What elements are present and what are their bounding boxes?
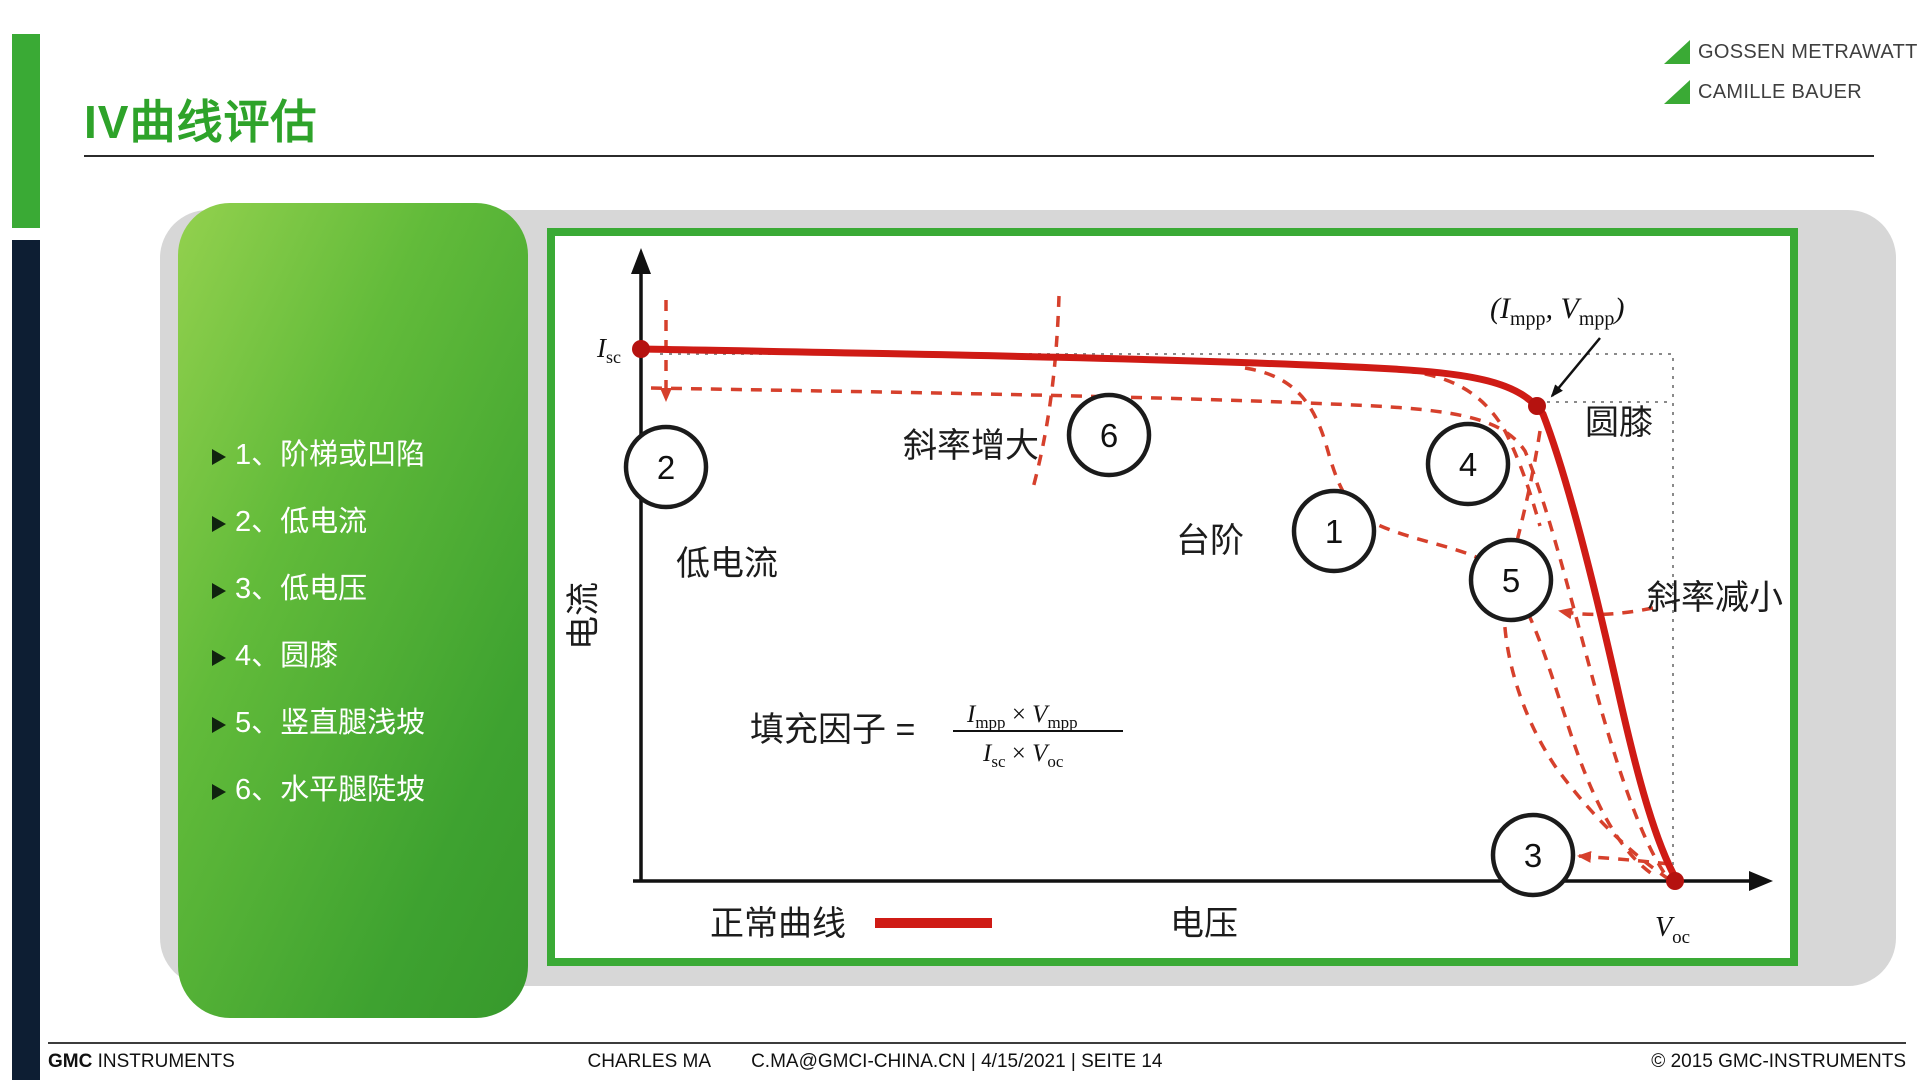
- slope-increase-label: 斜率增大: [903, 427, 1039, 465]
- svg-text:6: 6: [1100, 417, 1118, 454]
- iv-curve-chart-panel: (Impp, Vmpp) Isc Voc 圆膝 斜率增大 斜率减小 低电流 台阶…: [547, 228, 1798, 966]
- arrow-bullet-icon: [212, 449, 226, 465]
- footer-author: CHARLES MA: [587, 1051, 712, 1072]
- round-knee-label: 圆膝: [1585, 404, 1653, 442]
- mpp-label: (Impp, Vmpp): [1490, 292, 1624, 330]
- isc-label: Isc: [596, 333, 621, 367]
- list-item: 5、竖直腿浅坡: [212, 699, 518, 741]
- logo-text-gossen-metrawatt: GOSSEN METRAWATT: [1698, 41, 1918, 63]
- formula-lhs: 填充因子 =: [750, 711, 915, 749]
- marker-circle-3: 3: [1490, 812, 1576, 898]
- list-item-label: 4、圆膝: [235, 640, 339, 672]
- mpp-guide-lines: [660, 353, 1674, 876]
- camille-bauer-triangle-icon: [1664, 80, 1690, 104]
- mpp-point: [1528, 397, 1546, 415]
- logo-gossen-metrawatt: GOSSEN METRAWATT: [1664, 40, 1918, 64]
- list-item: 2、低电流: [212, 498, 518, 540]
- svg-text:3: 3: [1524, 837, 1542, 874]
- defect-curve-shallow-leg: [1502, 430, 1668, 880]
- footer-brand-rest: INSTRUMENTS: [92, 1051, 235, 1072]
- list-item-label: 5、竖直腿浅坡: [235, 707, 426, 739]
- footer-center: CHARLES MA C.MA@GMCI-CHINA.CN | 4/15/2021…: [0, 1051, 1835, 1073]
- x-axis-arrow-icon: [1749, 871, 1773, 891]
- defect-list-panel: 1、阶梯或凹陷 2、低电流 3、低电压 4、圆膝 5、竖直腿浅坡 6、水平腿陡坡: [178, 203, 528, 1018]
- marker-circle-4: 4: [1425, 421, 1511, 507]
- list-item: 1、阶梯或凹陷: [212, 431, 518, 473]
- formula-numerator: Impp × Vmpp: [966, 701, 1078, 732]
- marker-circle-6: 6: [1066, 392, 1152, 478]
- footer-meta: C.MA@GMCI-CHINA.CN | 4/15/2021 | SEITE 1…: [751, 1051, 1163, 1072]
- list-item: 6、水平腿陡坡: [212, 766, 518, 808]
- marker-circle-5: 5: [1468, 537, 1554, 623]
- defect-curve-steep-horizontal-leg: [1031, 295, 1061, 489]
- brand-logos: GOSSEN METRAWATT CAMILLE BAUER: [1664, 40, 1918, 104]
- mpp-pointer-arrow: [1550, 337, 1601, 398]
- defect-list: 1、阶梯或凹陷 2、低电流 3、低电压 4、圆膝 5、竖直腿浅坡 6、水平腿陡坡: [178, 203, 528, 808]
- arrow-bullet-icon: [212, 784, 226, 800]
- marker-circles: 2 6 1 4 5: [623, 392, 1576, 898]
- normal-iv-curve: [640, 345, 1680, 881]
- arrow-bullet-icon: [212, 583, 226, 599]
- low-current-label: 低电流: [676, 545, 778, 583]
- voc-label: Voc: [1655, 912, 1690, 948]
- footer-brand-bold: GMC: [48, 1051, 93, 1072]
- y-axis-title: 电流: [565, 582, 603, 650]
- list-item-label: 3、低电压: [235, 573, 368, 605]
- svg-text:2: 2: [657, 449, 675, 486]
- defect-curve-low-current: [650, 386, 1669, 879]
- slope-decrease-arrow: [1558, 606, 1654, 620]
- logo-camille-bauer: CAMILLE BAUER: [1664, 80, 1918, 104]
- list-item-label: 1、阶梯或凹陷: [235, 439, 426, 471]
- legend-normal-curve-label: 正常曲线: [710, 905, 846, 943]
- voc-point: [1666, 872, 1684, 890]
- marker-circle-1: 1: [1291, 488, 1377, 574]
- list-item: 4、圆膝: [212, 632, 518, 674]
- y-axis-arrow-icon: [631, 248, 651, 274]
- step-label: 台阶: [1176, 522, 1244, 560]
- arrow-bullet-icon: [212, 650, 226, 666]
- svg-text:5: 5: [1502, 562, 1520, 599]
- formula-denominator: Isc × Voc: [982, 740, 1064, 771]
- isc-point: [632, 340, 650, 358]
- page-title: IV曲线评估: [84, 96, 318, 148]
- iv-curve-diagram: (Impp, Vmpp) Isc Voc 圆膝 斜率增大 斜率减小 低电流 台阶…: [565, 248, 1783, 948]
- axes: [633, 268, 1755, 883]
- footer-brand: GMC INSTRUMENTS: [48, 1051, 235, 1073]
- navy-accent-bar: [12, 240, 40, 1080]
- defect-curve-round-knee: [1404, 369, 1542, 527]
- list-item: 3、低电压: [212, 565, 518, 607]
- marker-circle-2: 2: [623, 424, 709, 510]
- fill-factor-formula: 填充因子 = Impp × Vmpp Isc × Voc: [750, 701, 1123, 771]
- low-voltage-arrow: [1577, 850, 1670, 866]
- x-axis-title: 电压: [1170, 905, 1238, 943]
- list-item-label: 6、水平腿陡坡: [235, 774, 426, 806]
- slope-decrease-label: 斜率减小: [1647, 579, 1783, 617]
- arrow-bullet-icon: [212, 717, 226, 733]
- arrow-bullet-icon: [212, 516, 226, 532]
- gossen-metrawatt-triangle-icon: [1664, 40, 1690, 64]
- defect-curve-step: [1244, 366, 1656, 878]
- green-accent-bar: [12, 34, 40, 228]
- title-underline: [84, 155, 1874, 157]
- list-item-label: 2、低电流: [235, 506, 368, 538]
- footer-copyright: © 2015 GMC-INSTRUMENTS: [1651, 1051, 1906, 1072]
- svg-text:1: 1: [1325, 513, 1343, 550]
- svg-text:4: 4: [1459, 446, 1477, 483]
- logo-text-camille-bauer: CAMILLE BAUER: [1698, 81, 1862, 103]
- footer-divider: [48, 1042, 1906, 1044]
